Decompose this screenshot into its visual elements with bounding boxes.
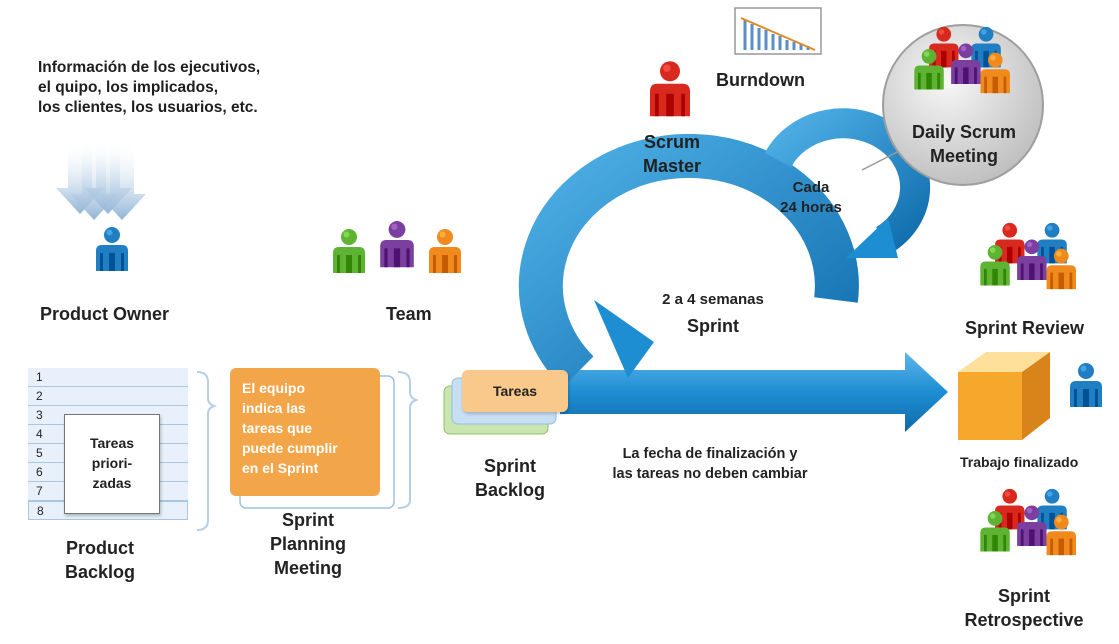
planning-meeting-label: Sprint Planning Meeting [270,510,346,578]
sprint-retrospective-label: Sprint Retrospective [964,586,1084,630]
team-member-icon [1046,514,1076,556]
intro-text: Información de los ejecutivos, el quipo,… [38,59,261,116]
input-arrows [56,140,146,220]
backlog-row: 1 [28,368,188,387]
burndown-label: Burndown [716,70,805,90]
scrum-master-label: Scrum Master [642,132,702,176]
daily-scrum-circle [882,24,1044,186]
stakeholder-icon [1070,363,1102,407]
finished-work-box [958,352,1050,440]
team-member-icon [995,222,1025,264]
team-member-icon [929,26,959,68]
fecha-note: La fecha de finalización y las tareas no… [612,446,808,482]
backlog-row: 2 [28,387,188,406]
team-member-icon [380,221,414,268]
product-backlog-stack: 1 2 3 4 5 6 7 8 Tareas priori- zadas [28,368,188,526]
tareas-card: Tareas [462,370,568,412]
sprint-backlog-label: Sprint Backlog [474,456,546,500]
team-label: Team [386,304,432,324]
team-member-icon [980,511,1010,552]
team-member-icon [1017,239,1047,280]
team-member-icon [429,229,461,273]
planning-note: El equipo indica las tareas que puede cu… [230,368,380,496]
product-owner-icon [96,227,128,271]
team-member-icon [333,229,365,273]
burndown-chart-icon [734,7,822,55]
trabajo-finalizado-label: Trabajo finalizado [960,454,1079,470]
scrum-master-icon [650,61,690,117]
prioritized-tasks-card: Tareas priori- zadas [64,414,160,514]
team-member-icon [1017,505,1047,546]
sprint-review-label: Sprint Review [965,318,1085,338]
team-member-icon [980,52,1010,94]
sprint-cycle-label: 2 a 4 semanas Sprint [662,291,764,336]
cada-24-label: Cada 24 horas [780,179,842,216]
team-member-icon [914,49,944,90]
team-member-icon [951,43,981,84]
team-member-icon [1046,248,1076,290]
team-member-icon [980,245,1010,286]
daily-scrum-label: Daily Scrum Meeting [911,122,1017,166]
product-backlog-label: Product Backlog [64,538,136,582]
product-owner-label: Product Owner [40,304,170,324]
